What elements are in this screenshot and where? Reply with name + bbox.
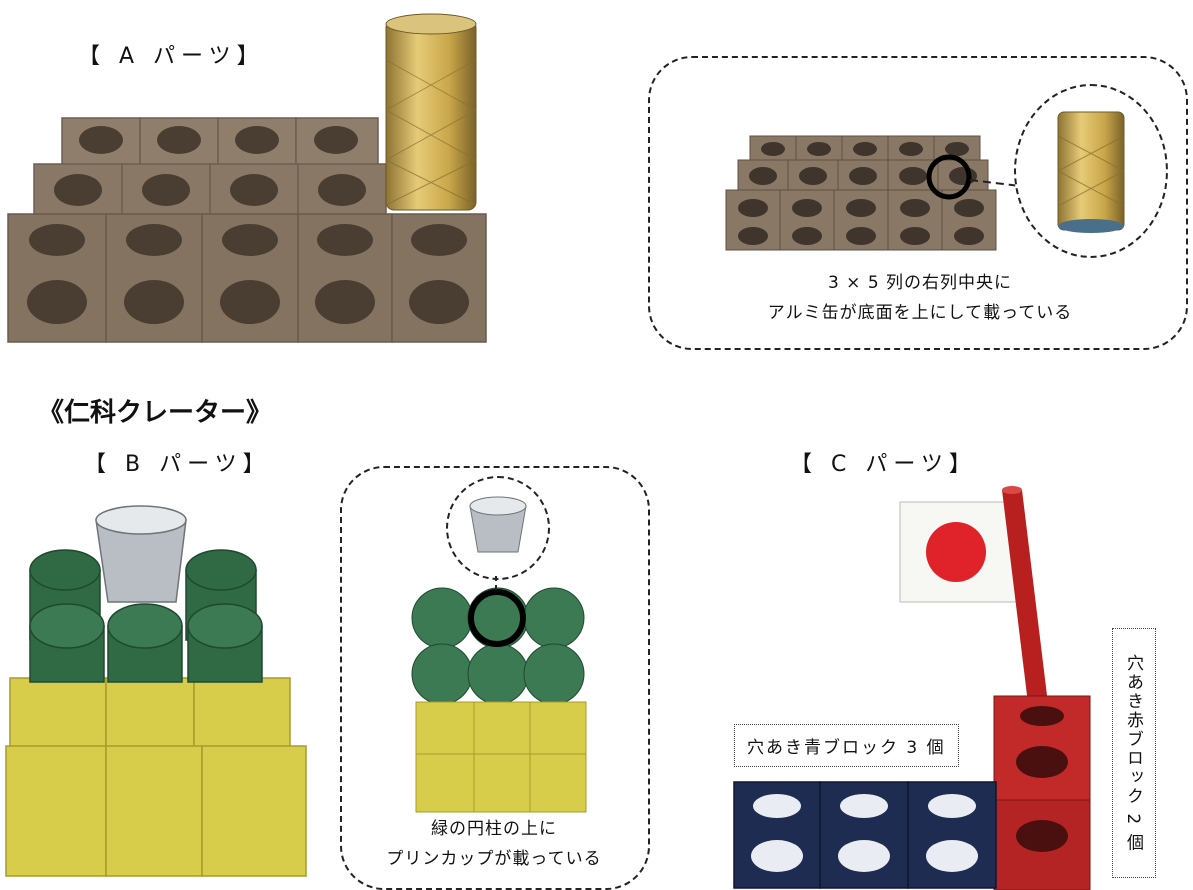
can-zoom [1057, 111, 1125, 233]
a-parts-label: 【 A パーツ】 [78, 44, 265, 69]
b-zoom-circle [446, 476, 550, 580]
a-zoom-circle [1014, 84, 1168, 258]
b-parts-photo [5, 505, 307, 877]
b-callout-photo [411, 576, 587, 813]
c-parts-label: 【 C パーツ】 [790, 452, 977, 477]
a-note-line2: アルミ缶が底面を上にして載っている [767, 303, 1073, 323]
blue-blocks-tag: 穴あき青ブロック 3 個 [734, 724, 959, 767]
c-parts-photo [733, 486, 1091, 890]
b-note-line1: 緑の円柱の上に [431, 819, 557, 839]
b-parts-label: 【 B パーツ】 [84, 452, 271, 477]
page-title: 《仁科クレーター》 [38, 398, 273, 428]
a-note-line1: 3 × 5 列の右列中央に [827, 273, 1013, 293]
b-callout-box [340, 466, 650, 890]
red-blocks-tag: 穴あき赤ブロック 2 個 [1112, 628, 1156, 878]
a-parts-photo [7, 13, 487, 343]
a-callout-photo [725, 135, 1021, 251]
a-callout-box [648, 56, 1188, 350]
b-callout-text: 緑の円柱の上に プリンカップが載っている [352, 814, 636, 874]
a-callout-text: 3 × 5 列の右列中央に アルミ缶が底面を上にして載っている [690, 268, 1150, 328]
cup-zoom [469, 496, 527, 553]
b-note-line2: プリンカップが載っている [386, 849, 602, 869]
